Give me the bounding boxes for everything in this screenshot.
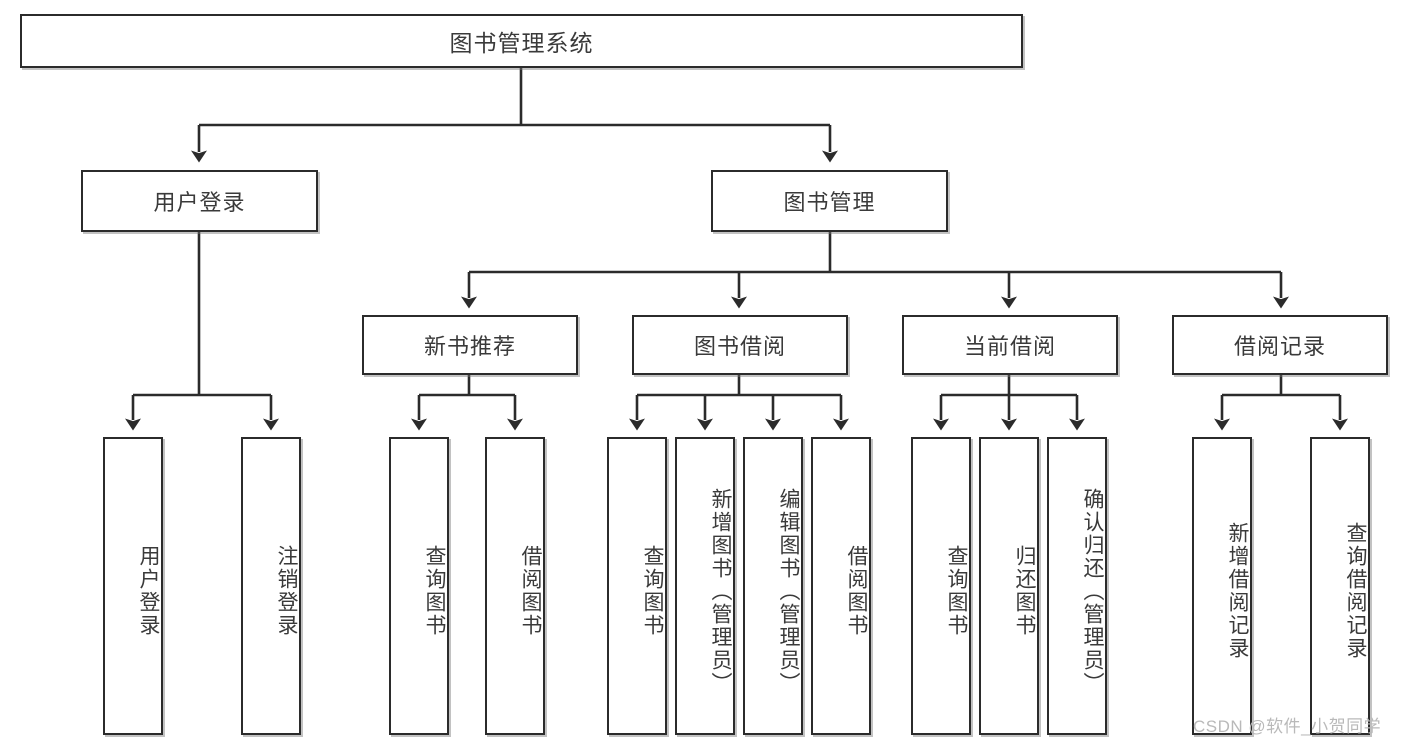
leaf-label: 查询图书	[945, 545, 968, 637]
leaf-label: 查询借阅记录	[1344, 522, 1367, 660]
node-user-login[interactable]: 用户登录	[81, 170, 318, 232]
leaf-query-book-current[interactable]: 查询图书	[911, 437, 971, 735]
leaf-add-borrow-record[interactable]: 新增借阅记录	[1192, 437, 1252, 735]
node-book-management[interactable]: 图书管理	[711, 170, 948, 232]
leaf-query-borrow-record[interactable]: 查询借阅记录	[1310, 437, 1370, 735]
node-borrow-records[interactable]: 借阅记录	[1172, 315, 1388, 375]
leaf-label: 注销登录	[275, 545, 298, 637]
leaf-label: 查询图书	[423, 545, 446, 637]
leaf-label: 用户登录	[137, 545, 160, 637]
leaf-edit-book-admin[interactable]: 编辑图书（管理员）	[743, 437, 803, 735]
leaf-query-book-recommend[interactable]: 查询图书	[389, 437, 449, 735]
leaf-label: 确认归还（管理员）	[1081, 487, 1104, 695]
leaf-label: 编辑图书（管理员）	[777, 487, 800, 695]
leaf-label: 归还图书	[1013, 545, 1036, 637]
csdn-watermark: CSDN @软件_小贺同学	[1193, 717, 1382, 736]
node-root[interactable]: 图书管理系统	[20, 14, 1023, 68]
leaf-confirm-return-admin[interactable]: 确认归还（管理员）	[1047, 437, 1107, 735]
leaf-label: 借阅图书	[845, 545, 868, 637]
leaf-return-book[interactable]: 归还图书	[979, 437, 1039, 735]
leaf-add-book-admin[interactable]: 新增图书（管理员）	[675, 437, 735, 735]
leaf-query-book-borrow[interactable]: 查询图书	[607, 437, 667, 735]
leaf-label: 借阅图书	[519, 545, 542, 637]
leaf-label: 新增借阅记录	[1226, 522, 1249, 660]
leaf-label: 查询图书	[641, 545, 664, 637]
leaf-borrow-book-recommend[interactable]: 借阅图书	[485, 437, 545, 735]
leaf-user-login[interactable]: 用户登录	[103, 437, 163, 735]
node-current-borrow[interactable]: 当前借阅	[902, 315, 1118, 375]
leaf-borrow-book[interactable]: 借阅图书	[811, 437, 871, 735]
node-book-borrow[interactable]: 图书借阅	[632, 315, 848, 375]
node-new-book-recommend[interactable]: 新书推荐	[362, 315, 578, 375]
leaf-logout[interactable]: 注销登录	[241, 437, 301, 735]
leaf-label: 新增图书（管理员）	[709, 487, 732, 695]
